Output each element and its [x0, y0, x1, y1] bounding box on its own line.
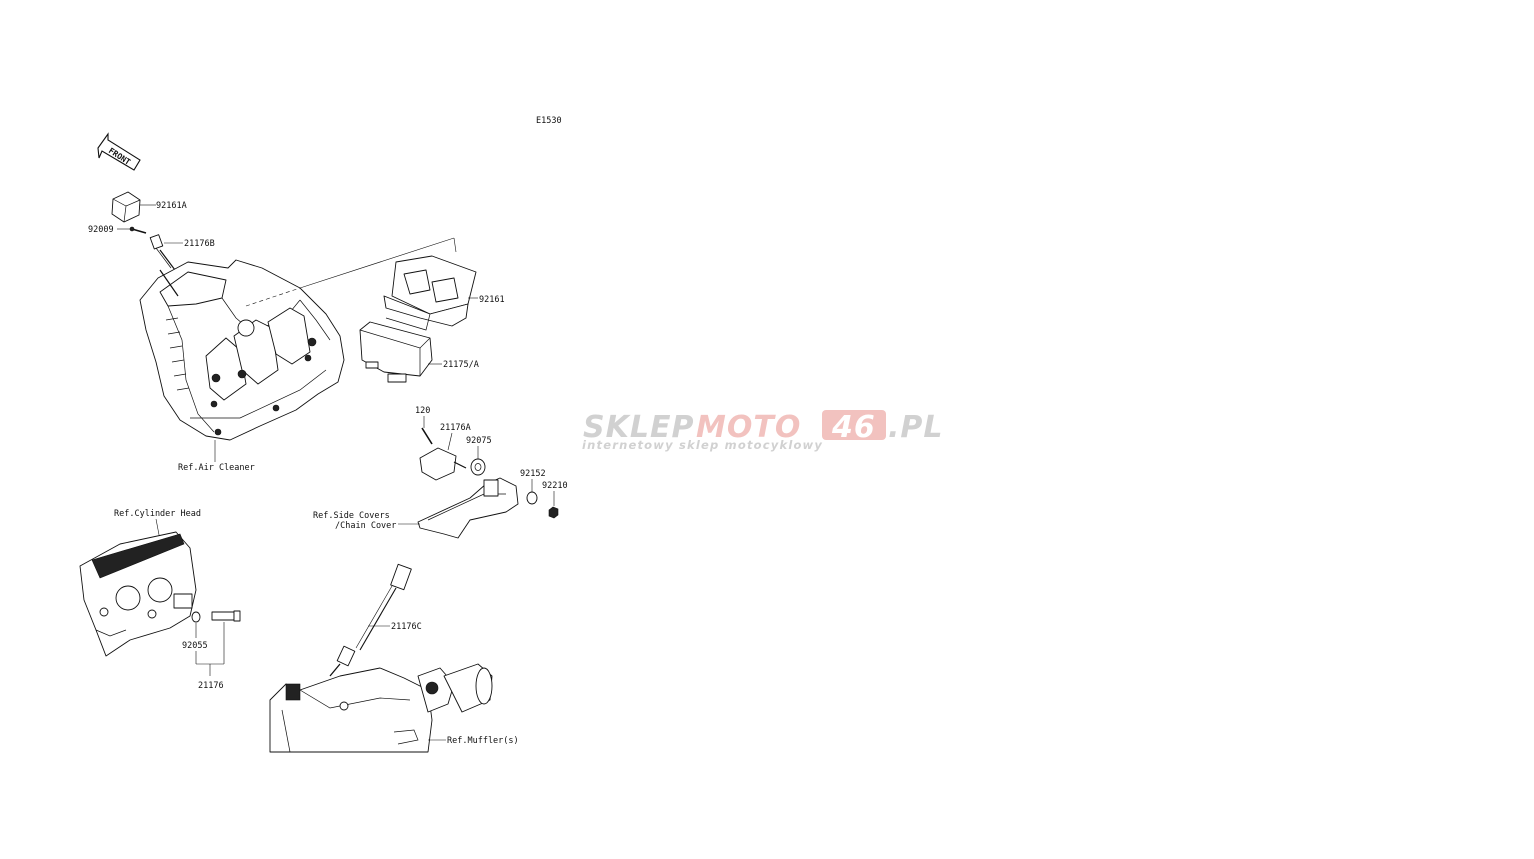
label-21175A: 21175/A	[443, 360, 479, 370]
label-120: 120	[415, 406, 430, 416]
label-92055: 92055	[182, 641, 208, 651]
watermark-part4: .PL	[888, 410, 944, 445]
ecu-bracket-92161	[383, 255, 477, 331]
screw-92009	[129, 226, 147, 234]
sensor-21176B	[149, 234, 176, 271]
diagram-code: E1530	[536, 116, 562, 126]
nut-92210	[548, 506, 559, 519]
label-21176A: 21176A	[440, 423, 471, 433]
rubber-damper-92161A	[111, 191, 141, 223]
label-92009: 92009	[88, 225, 114, 235]
sensor-21176	[211, 610, 241, 622]
oxygen-sensor-21176C	[329, 563, 412, 677]
label-21176C: 21176C	[391, 622, 422, 632]
grommet-92075	[470, 458, 486, 476]
ref-air-cleaner: Ref.Air Cleaner	[178, 463, 255, 473]
ref-cylinder-head: Ref.Cylinder Head	[114, 509, 201, 519]
ref-chain-cover: /Chain Cover	[335, 521, 396, 531]
label-92161: 92161	[479, 295, 505, 305]
label-21176B: 21176B	[184, 239, 215, 249]
o-ring-92055	[191, 611, 201, 623]
cylinder-head	[79, 531, 197, 657]
watermark-part3: 46	[831, 410, 876, 445]
ecu-21175A	[359, 321, 433, 383]
air-cleaner-housing	[139, 259, 345, 441]
label-92075: 92075	[466, 436, 492, 446]
label-92152: 92152	[520, 469, 546, 479]
label-92210: 92210	[542, 481, 568, 491]
label-21176: 21176	[198, 681, 224, 691]
watermark-part2: MOTO	[696, 410, 801, 445]
collar-92152	[526, 491, 538, 505]
watermark-part1: SKLEP	[583, 410, 694, 445]
watermark-logo: SKLEP MOTO 46 .PL internetowy sklep moto…	[582, 410, 944, 452]
watermark-tagline: internetowy sklep motocyklowy	[582, 438, 823, 452]
side-cover-bracket	[417, 477, 519, 539]
front-arrow-icon: FRONT	[97, 132, 141, 171]
ref-side-covers: Ref.Side Covers	[313, 511, 390, 521]
sensor-21176A	[419, 447, 467, 481]
muffler	[269, 663, 493, 753]
label-92161A: 92161A	[156, 201, 187, 211]
ref-mufflers: Ref.Muffler(s)	[447, 736, 519, 746]
